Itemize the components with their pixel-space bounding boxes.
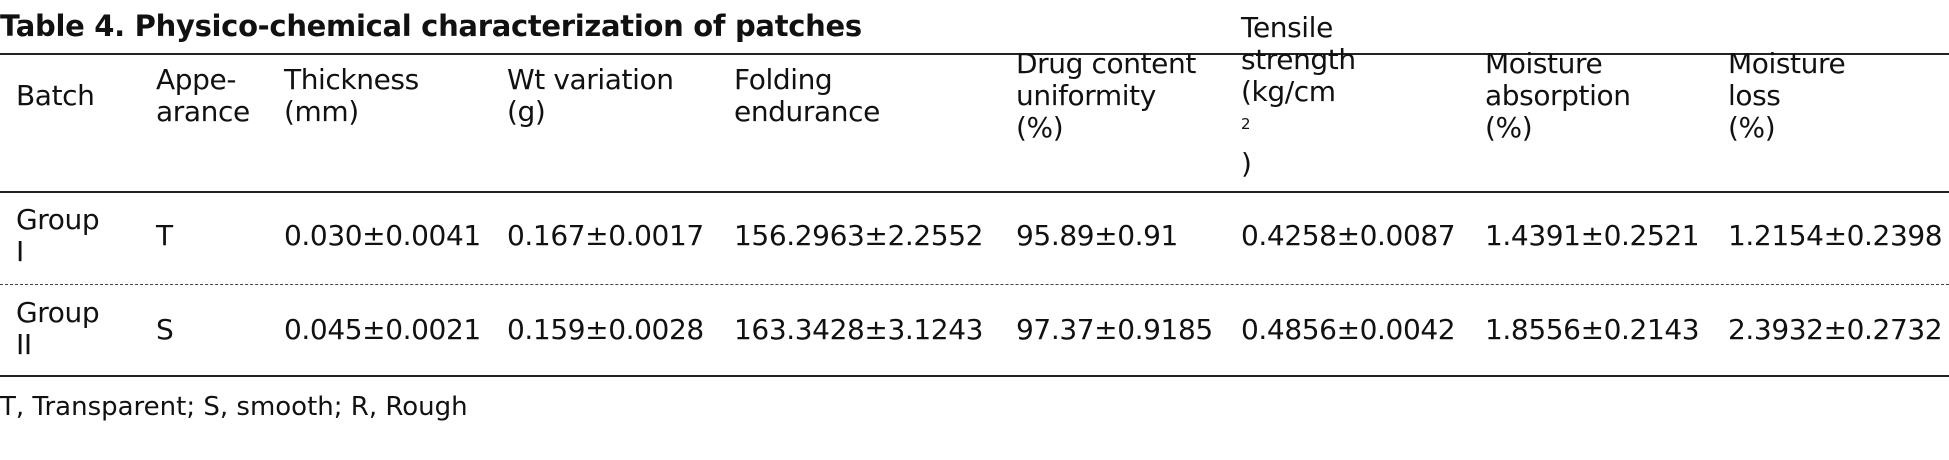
table-top-rule <box>0 53 1949 55</box>
table-footnote: T, Transparent; S, smooth; R, Rough <box>0 392 468 422</box>
row2-folding-endurance: 163.3428±3.1243 <box>734 313 984 346</box>
row1-folding-endurance: 156.2963±2.2552 <box>734 219 984 252</box>
row2-tensile-strength: 0.4856±0.0042 <box>1241 313 1456 346</box>
row2-moisture-absorption: 1.8556±0.2143 <box>1485 313 1700 346</box>
row2-moisture-loss: 2.3932±0.2732 <box>1728 313 1943 346</box>
row1-drug-content: 95.89±0.91 <box>1016 219 1178 252</box>
row1-moisture-loss: 1.2154±0.2398 <box>1728 219 1943 252</box>
header-thickness: Thickness(mm) <box>284 62 419 128</box>
row1-tensile-strength: 0.4258±0.0087 <box>1241 219 1456 252</box>
row1-moisture-absorption: 1.4391±0.2521 <box>1485 219 1700 252</box>
row1-wt-variation: 0.167±0.0017 <box>507 219 704 252</box>
row1-thickness: 0.030±0.0041 <box>284 219 481 252</box>
table-title: Table 4. Physico-chemical characterizati… <box>0 9 862 43</box>
row2-wt-variation: 0.159±0.0028 <box>507 313 704 346</box>
row1-appearance: T <box>156 219 173 252</box>
table-bottom-rule <box>0 375 1949 377</box>
row2-appearance: S <box>156 313 174 346</box>
row1-batch: Group I <box>16 203 100 268</box>
header-batch: Batch <box>16 78 95 112</box>
table-row-divider <box>0 284 1949 285</box>
header-appearance: Appe-arance <box>156 62 250 128</box>
row2-batch: Group II <box>16 296 100 361</box>
row2-thickness: 0.045±0.0021 <box>284 313 481 346</box>
header-wt-variation: Wt variation(g) <box>507 62 674 128</box>
table-header-rule <box>0 191 1949 193</box>
row2-drug-content: 97.37±0.9185 <box>1016 313 1213 346</box>
